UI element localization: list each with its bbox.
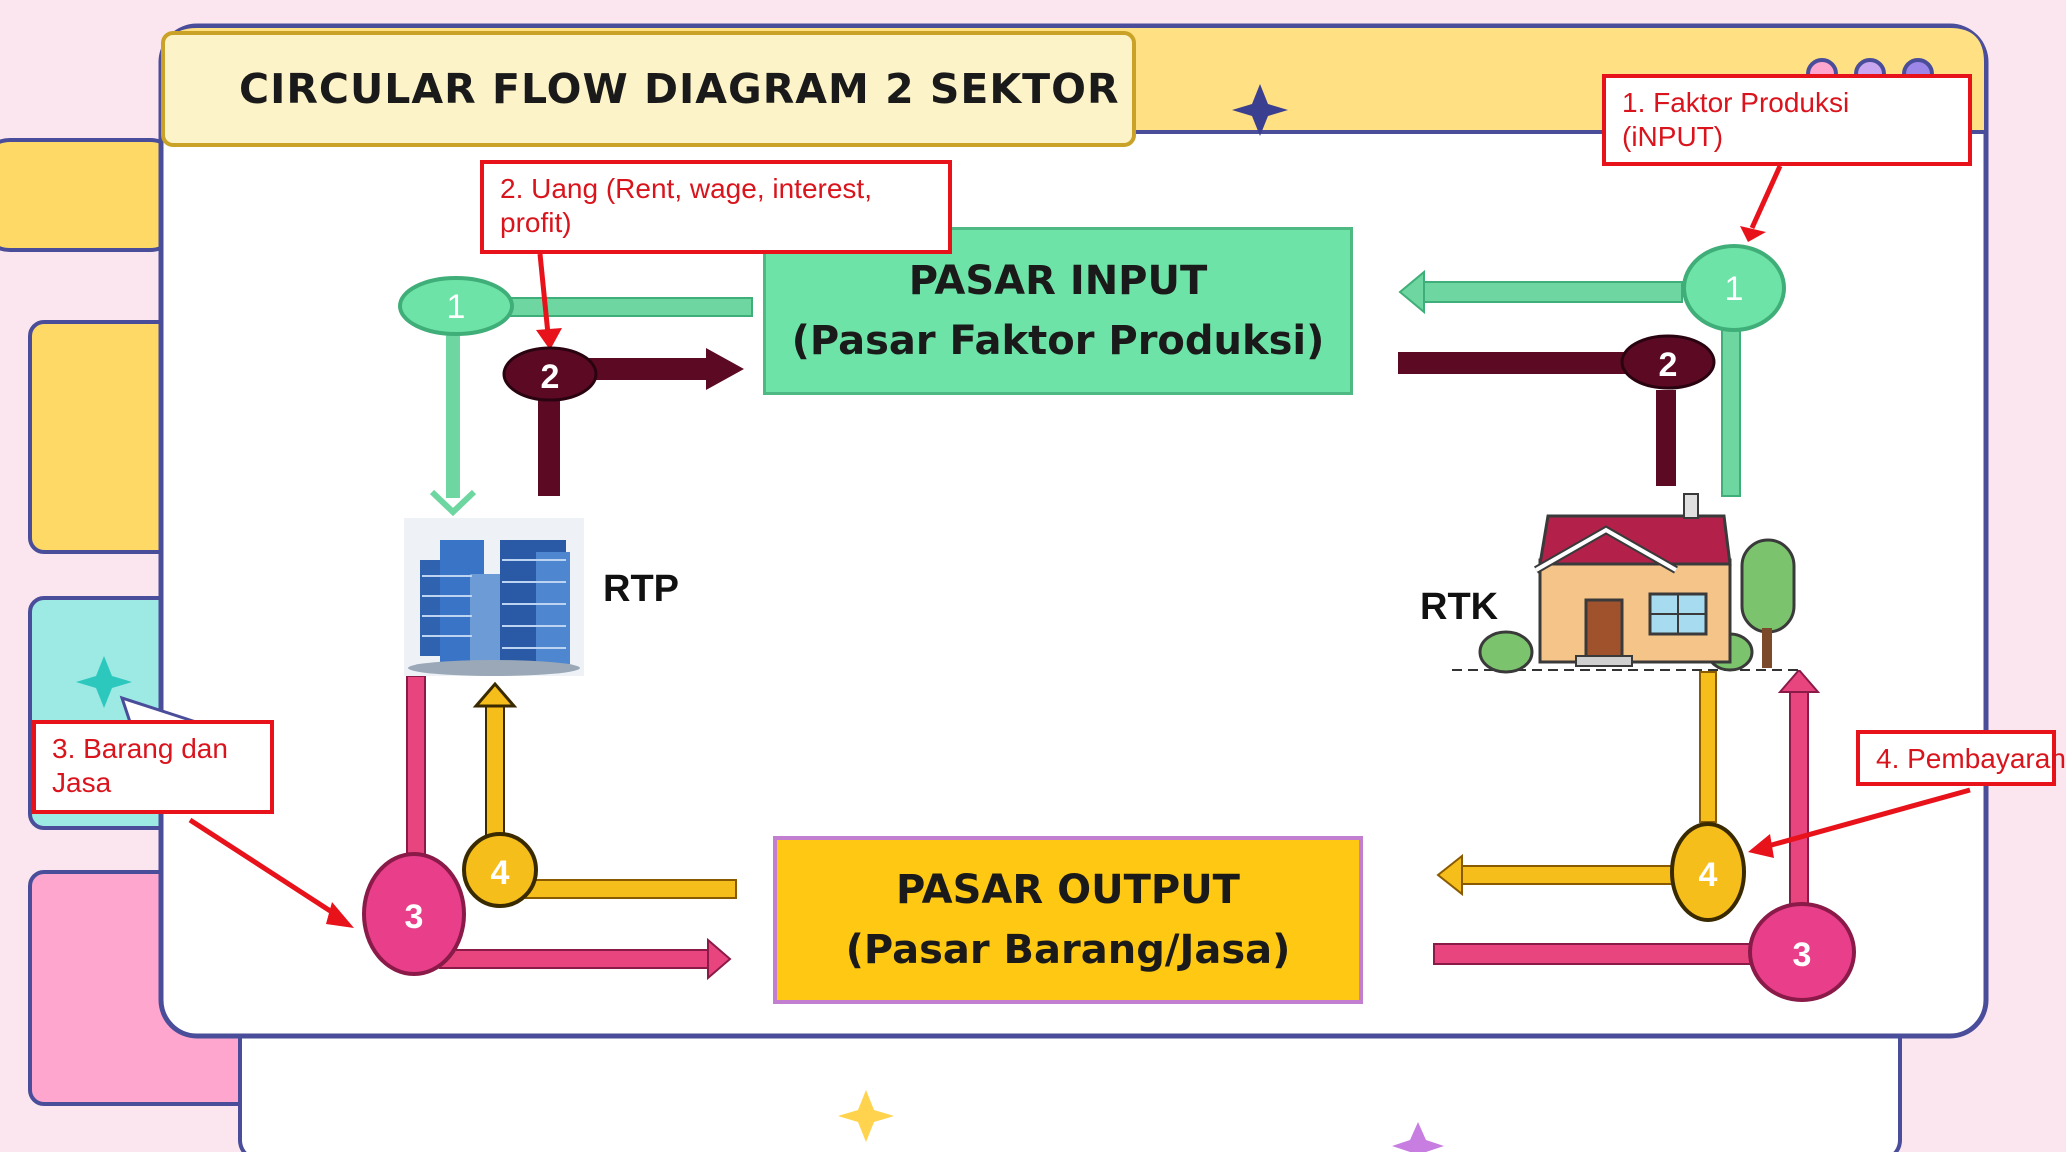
callout-2: 2. Uang (Rent, wage, interest, profit) bbox=[480, 160, 952, 254]
node-4-right bbox=[1670, 822, 1746, 922]
output-market-subtitle: (Pasar Barang/Jasa) bbox=[845, 927, 1291, 973]
node-3-left bbox=[362, 852, 466, 976]
callout-3-pointer-head bbox=[326, 902, 354, 928]
input-market-box: PASAR INPUT (Pasar Faktor Produksi) bbox=[763, 227, 1353, 395]
callout-1-line2: (iNPUT) bbox=[1622, 121, 1724, 152]
callout-1-pointer-head bbox=[1740, 226, 1766, 242]
callout-3-line2: Jasa bbox=[52, 767, 112, 798]
yellow-arrowhead-left bbox=[472, 681, 518, 708]
callout-3: 3. Barang dan Jasa bbox=[32, 720, 274, 814]
callout-3-line1: 3. Barang dan bbox=[52, 733, 228, 764]
callout-1-pointer bbox=[1749, 164, 1783, 230]
callout-4-line1: 4. Pembayaran bbox=[1876, 743, 2066, 774]
node-1-left-label: 1 bbox=[447, 288, 466, 326]
sparkle-yellow bbox=[838, 1090, 894, 1142]
maroon-flow-left-horizontal bbox=[580, 358, 710, 380]
main-window bbox=[158, 23, 1989, 1039]
node-4-right-label: 4 bbox=[1699, 856, 1718, 894]
green-arrowhead-left bbox=[429, 489, 477, 517]
output-market-box: PASAR OUTPUT (Pasar Barang/Jasa) bbox=[773, 836, 1363, 1004]
yellow-flow-left-vertical bbox=[485, 705, 505, 839]
callout-1-line1: 1. Faktor Produksi bbox=[1622, 87, 1850, 118]
buildings-icon bbox=[404, 518, 584, 676]
yellow-flow-left-horizontal bbox=[519, 879, 737, 899]
callout-1: 1. Faktor Produksi (iNPUT) bbox=[1602, 74, 1972, 166]
node-2-left bbox=[502, 346, 598, 402]
pink-flow-right-horizontal bbox=[1433, 943, 1755, 965]
house-icon bbox=[1436, 493, 1806, 674]
pink-flow-left-horizontal bbox=[439, 949, 711, 969]
node-3-right bbox=[1748, 902, 1856, 1002]
callout-4-pointer bbox=[1767, 787, 1971, 849]
callout-4-pointer-head bbox=[1748, 834, 1774, 858]
maroon-arrowhead-left bbox=[706, 348, 744, 390]
input-market-subtitle: (Pasar Faktor Produksi) bbox=[791, 318, 1325, 364]
pink-flow-right-vertical bbox=[1789, 689, 1809, 913]
node-1-right bbox=[1682, 244, 1786, 332]
green-flow-right-horizontal bbox=[1419, 281, 1683, 303]
maroon-flow-left-vertical bbox=[538, 390, 560, 496]
callout-3-bubble-tip bbox=[119, 695, 197, 724]
callout-4: 4. Pembayaran bbox=[1856, 730, 2066, 786]
node-4-left-label: 4 bbox=[491, 854, 510, 892]
maroon-flow-right-vertical bbox=[1656, 390, 1676, 486]
green-flow-right-vertical bbox=[1721, 329, 1741, 497]
node-3-left-label: 3 bbox=[405, 898, 424, 936]
yellow-flow-right-vertical bbox=[1699, 671, 1717, 823]
node-2-right-label: 2 bbox=[1659, 346, 1678, 384]
slide-title-text: CIRCULAR FLOW DIAGRAM 2 SEKTOR bbox=[239, 65, 1120, 113]
node-2-left-label: 2 bbox=[541, 358, 560, 396]
input-market-title: PASAR INPUT bbox=[908, 258, 1208, 304]
pink-arrowhead-right bbox=[1777, 668, 1821, 693]
sparkle-purple bbox=[1392, 1122, 1444, 1152]
households-label: RTK bbox=[1420, 586, 1499, 628]
yellow-flow-right-horizontal bbox=[1459, 865, 1673, 885]
node-2-right bbox=[1620, 334, 1716, 390]
node-1-left bbox=[398, 276, 514, 336]
node-4-left bbox=[462, 832, 538, 908]
pink-flow-left-vertical bbox=[406, 675, 426, 873]
callout-2-line1: 2. Uang (Rent, wage, interest, bbox=[500, 173, 872, 204]
firms-label: RTP bbox=[603, 568, 679, 610]
callout-3-pointer bbox=[188, 817, 340, 919]
slide-title: CIRCULAR FLOW DIAGRAM 2 SEKTOR bbox=[161, 31, 1136, 147]
sparkle-navy bbox=[1232, 84, 1288, 136]
output-market-title: PASAR OUTPUT bbox=[896, 867, 1240, 913]
yellow-arrowhead-right bbox=[1436, 853, 1463, 897]
green-flow-left-vertical bbox=[446, 330, 460, 498]
green-arrowhead-right bbox=[1398, 269, 1425, 315]
node-3-right-label: 3 bbox=[1793, 936, 1812, 974]
callout-2-pointer bbox=[537, 253, 551, 335]
maroon-flow-right-horizontal bbox=[1398, 352, 1628, 374]
callout-2-line2: profit) bbox=[500, 207, 572, 238]
sparkle-teal bbox=[76, 656, 132, 708]
node-1-right-label: 1 bbox=[1725, 270, 1744, 308]
callout-2-pointer-head bbox=[536, 328, 562, 350]
pink-arrowhead-left bbox=[707, 937, 732, 981]
